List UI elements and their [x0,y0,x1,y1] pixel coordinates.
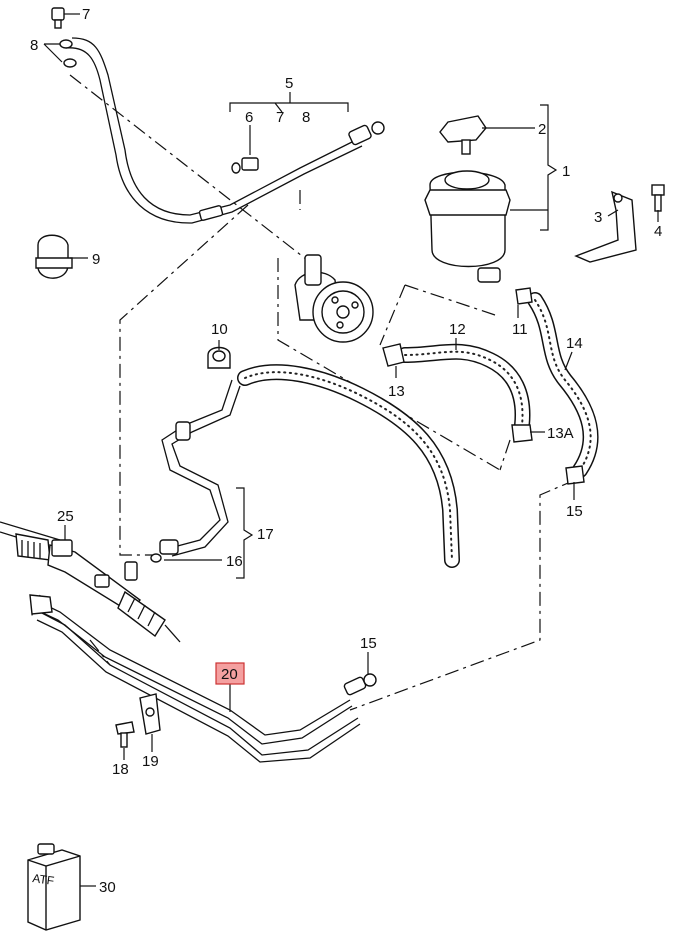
bolt-18 [115,721,135,748]
line-end-fitting [343,676,367,696]
callout-10: 10 [211,321,228,338]
callout-17: 17 [257,526,274,543]
callout-3: 3 [594,209,602,226]
clip-10 [207,346,231,369]
pressure-hose-center [150,364,460,568]
hose-clamp-13 [382,343,405,367]
callout-2: 2 [538,121,546,138]
line-end-left [29,594,53,615]
hose-clamp-15-lower [363,673,377,687]
rack-port [94,574,110,588]
leader-lines [43,13,659,887]
dashed-assembly-lines [29,74,576,711]
hose-clamp-13a [511,424,533,443]
rack-valve [124,561,138,581]
steering-rack-25 [0,521,181,643]
callout-4: 4 [654,223,662,240]
callout-16: 16 [226,553,243,570]
tube-grommet [175,421,191,441]
atf-label: ATF [32,871,56,888]
reservoir-cap [439,115,487,143]
highlight-box-20 [215,662,245,685]
reservoir-bracket [574,184,665,263]
callout-9: 9 [92,251,100,268]
hose-clamp-11 [515,287,533,305]
callout-19: 19 [142,753,159,770]
fluid-reservoir [424,115,511,283]
callout-numbers: 7 8 5 6 7 8 2 1 3 4 9 10 12 11 14 13 13A… [30,6,662,896]
clip-19 [139,693,161,735]
callout-18: 18 [112,761,129,778]
return-line-20 [29,594,377,763]
power-steering-pump [294,254,374,343]
callout-1: 1 [562,163,570,180]
callout-25: 25 [57,508,74,525]
seal-washer-lower [63,58,77,68]
line-fitting [348,124,372,146]
callout-12: 12 [449,321,466,338]
callout-13: 13 [388,383,405,400]
callout-7-top: 7 [82,6,90,23]
pressure-line-upper [51,7,385,224]
seal-washer-16 [150,553,162,563]
callout-30: 30 [99,879,116,896]
callout-8-group: 8 [302,109,310,126]
callout-15-upper: 15 [566,503,583,520]
return-hose-12 [382,343,533,443]
line-sleeve [198,205,224,221]
bolt-4-head [651,184,665,196]
clip-9 [35,234,73,279]
supply-hose-14 [515,287,599,485]
callout-11: 11 [512,321,528,338]
hose-clamp-15-upper [565,465,585,485]
callout-7-group: 7 [276,109,284,126]
bolt-4-shank [654,194,662,212]
seal-washer-upper [59,39,73,49]
cap-dipstick [461,139,471,155]
callout-14: 14 [566,335,583,352]
bolt-shank [54,19,62,29]
atf-bottle-30: ATF [27,843,81,931]
callout-6: 6 [245,109,253,126]
callout-20: 20 [221,666,238,683]
callout-13a: 13A [547,425,574,442]
rack-mount [51,539,73,557]
callout-5: 5 [285,75,293,92]
tube-fitting-16 [159,539,179,555]
union-nut [371,121,385,135]
banjo-bolt [51,7,65,21]
fitting-6 [241,157,259,171]
seal-washer-6 [231,162,241,174]
callout-15-lower: 15 [360,635,377,652]
reservoir-outlet [477,267,501,283]
callout-8-top: 8 [30,37,38,54]
